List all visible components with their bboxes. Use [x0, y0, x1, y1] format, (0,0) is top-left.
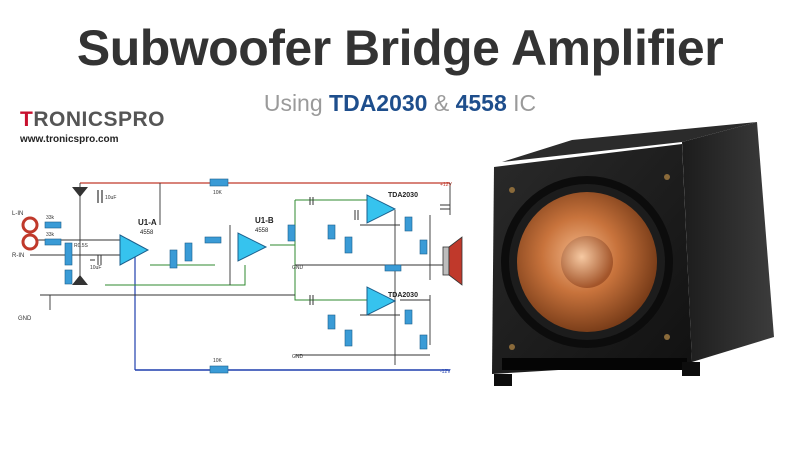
tda-top-label: TDA2030 [388, 192, 418, 199]
r-in-label: R-IN [12, 253, 24, 259]
u1a-opamp-icon [119, 234, 150, 266]
zener-top-icon [72, 187, 88, 197]
screw-icon [509, 344, 515, 350]
subtitle-amp: & [427, 90, 456, 116]
circuit-schematic: L-IN R-IN GND 10K 10K 33k 33k R0.5S 10uF… [12, 178, 463, 375]
speaker-symbol-body [442, 246, 450, 276]
subtitle-ic2: 4558 [455, 90, 507, 116]
screw-icon [509, 187, 515, 193]
feedback-wire [105, 265, 246, 286]
signal-wire-top [295, 199, 371, 210]
resistor-bottom-rail [209, 365, 229, 374]
speaker-symbol-cone [448, 236, 463, 286]
screw-icon [664, 174, 670, 180]
resistor-in1-label: 33k [46, 215, 55, 221]
subtitle-prefix: Using [263, 90, 330, 116]
cap-top-label: 10uF [105, 195, 116, 201]
cabinet-foot-left [494, 374, 512, 386]
resistor-top-rail [209, 178, 229, 187]
logo-letter-t: T [20, 108, 34, 131]
tda-bottom-label: TDA2030 [388, 292, 418, 299]
zener-bottom-icon [72, 275, 88, 285]
u1b-part-label: 4558 [255, 228, 269, 234]
subwoofer-cabinet-illustration [492, 122, 774, 386]
l-in-label: L-IN [12, 211, 23, 217]
l-in-jack [21, 216, 39, 234]
page-subtitle: Using TDA2030 & 4558 IC [0, 88, 800, 118]
logo-letter-r: R [33, 108, 49, 131]
resistor-in2-label: 33k [46, 232, 55, 238]
page-title: Subwoofer Bridge Amplifier [76, 20, 724, 76]
gnd-label: GND [18, 316, 32, 322]
logo-wordmark: TRONICSPRO [20, 108, 165, 132]
tronicspro-logo: TRONICSPRO www.tronicspro.com [20, 108, 165, 148]
tda2030-top-icon [366, 194, 397, 224]
potentiometer-label: R0.5S [74, 243, 89, 249]
screw-icon [664, 334, 670, 340]
subtitle-suffix: IC [506, 90, 537, 116]
cabinet-top-panel [502, 122, 757, 162]
u1b-label: U1-B [255, 216, 274, 225]
cabinet-port [502, 358, 687, 370]
logo-url: www.tronicspro.com [20, 134, 119, 145]
resistor-in2 [44, 238, 62, 246]
logo-letters-rest: ONICSPRO [49, 108, 166, 131]
vplus-label: +12V [440, 182, 452, 188]
resistor-top-label: 10K [213, 190, 223, 196]
vminus-label: -12V [440, 369, 451, 375]
subtitle-ic1: TDA2030 [329, 90, 428, 116]
cap-in-label: 10uF [90, 265, 101, 271]
u1a-part-label: 4558 [140, 230, 154, 236]
driver-dust-cap [561, 236, 613, 288]
r-in-jack [21, 233, 39, 251]
resistor-in1 [44, 221, 62, 229]
gnd-top-label: GND [292, 265, 304, 271]
signal-wire-bottom [294, 245, 370, 301]
tda2030-bottom-icon [366, 286, 397, 316]
u1a-label: U1-A [138, 218, 157, 227]
cabinet-side-panel [682, 122, 774, 362]
gnd-bottom-label: GND [292, 354, 304, 360]
potentiometer [64, 242, 73, 266]
cabinet-foot-right [682, 362, 700, 376]
resistor-bottom-label: 10K [213, 358, 223, 364]
u1b-opamp-icon [237, 232, 268, 262]
